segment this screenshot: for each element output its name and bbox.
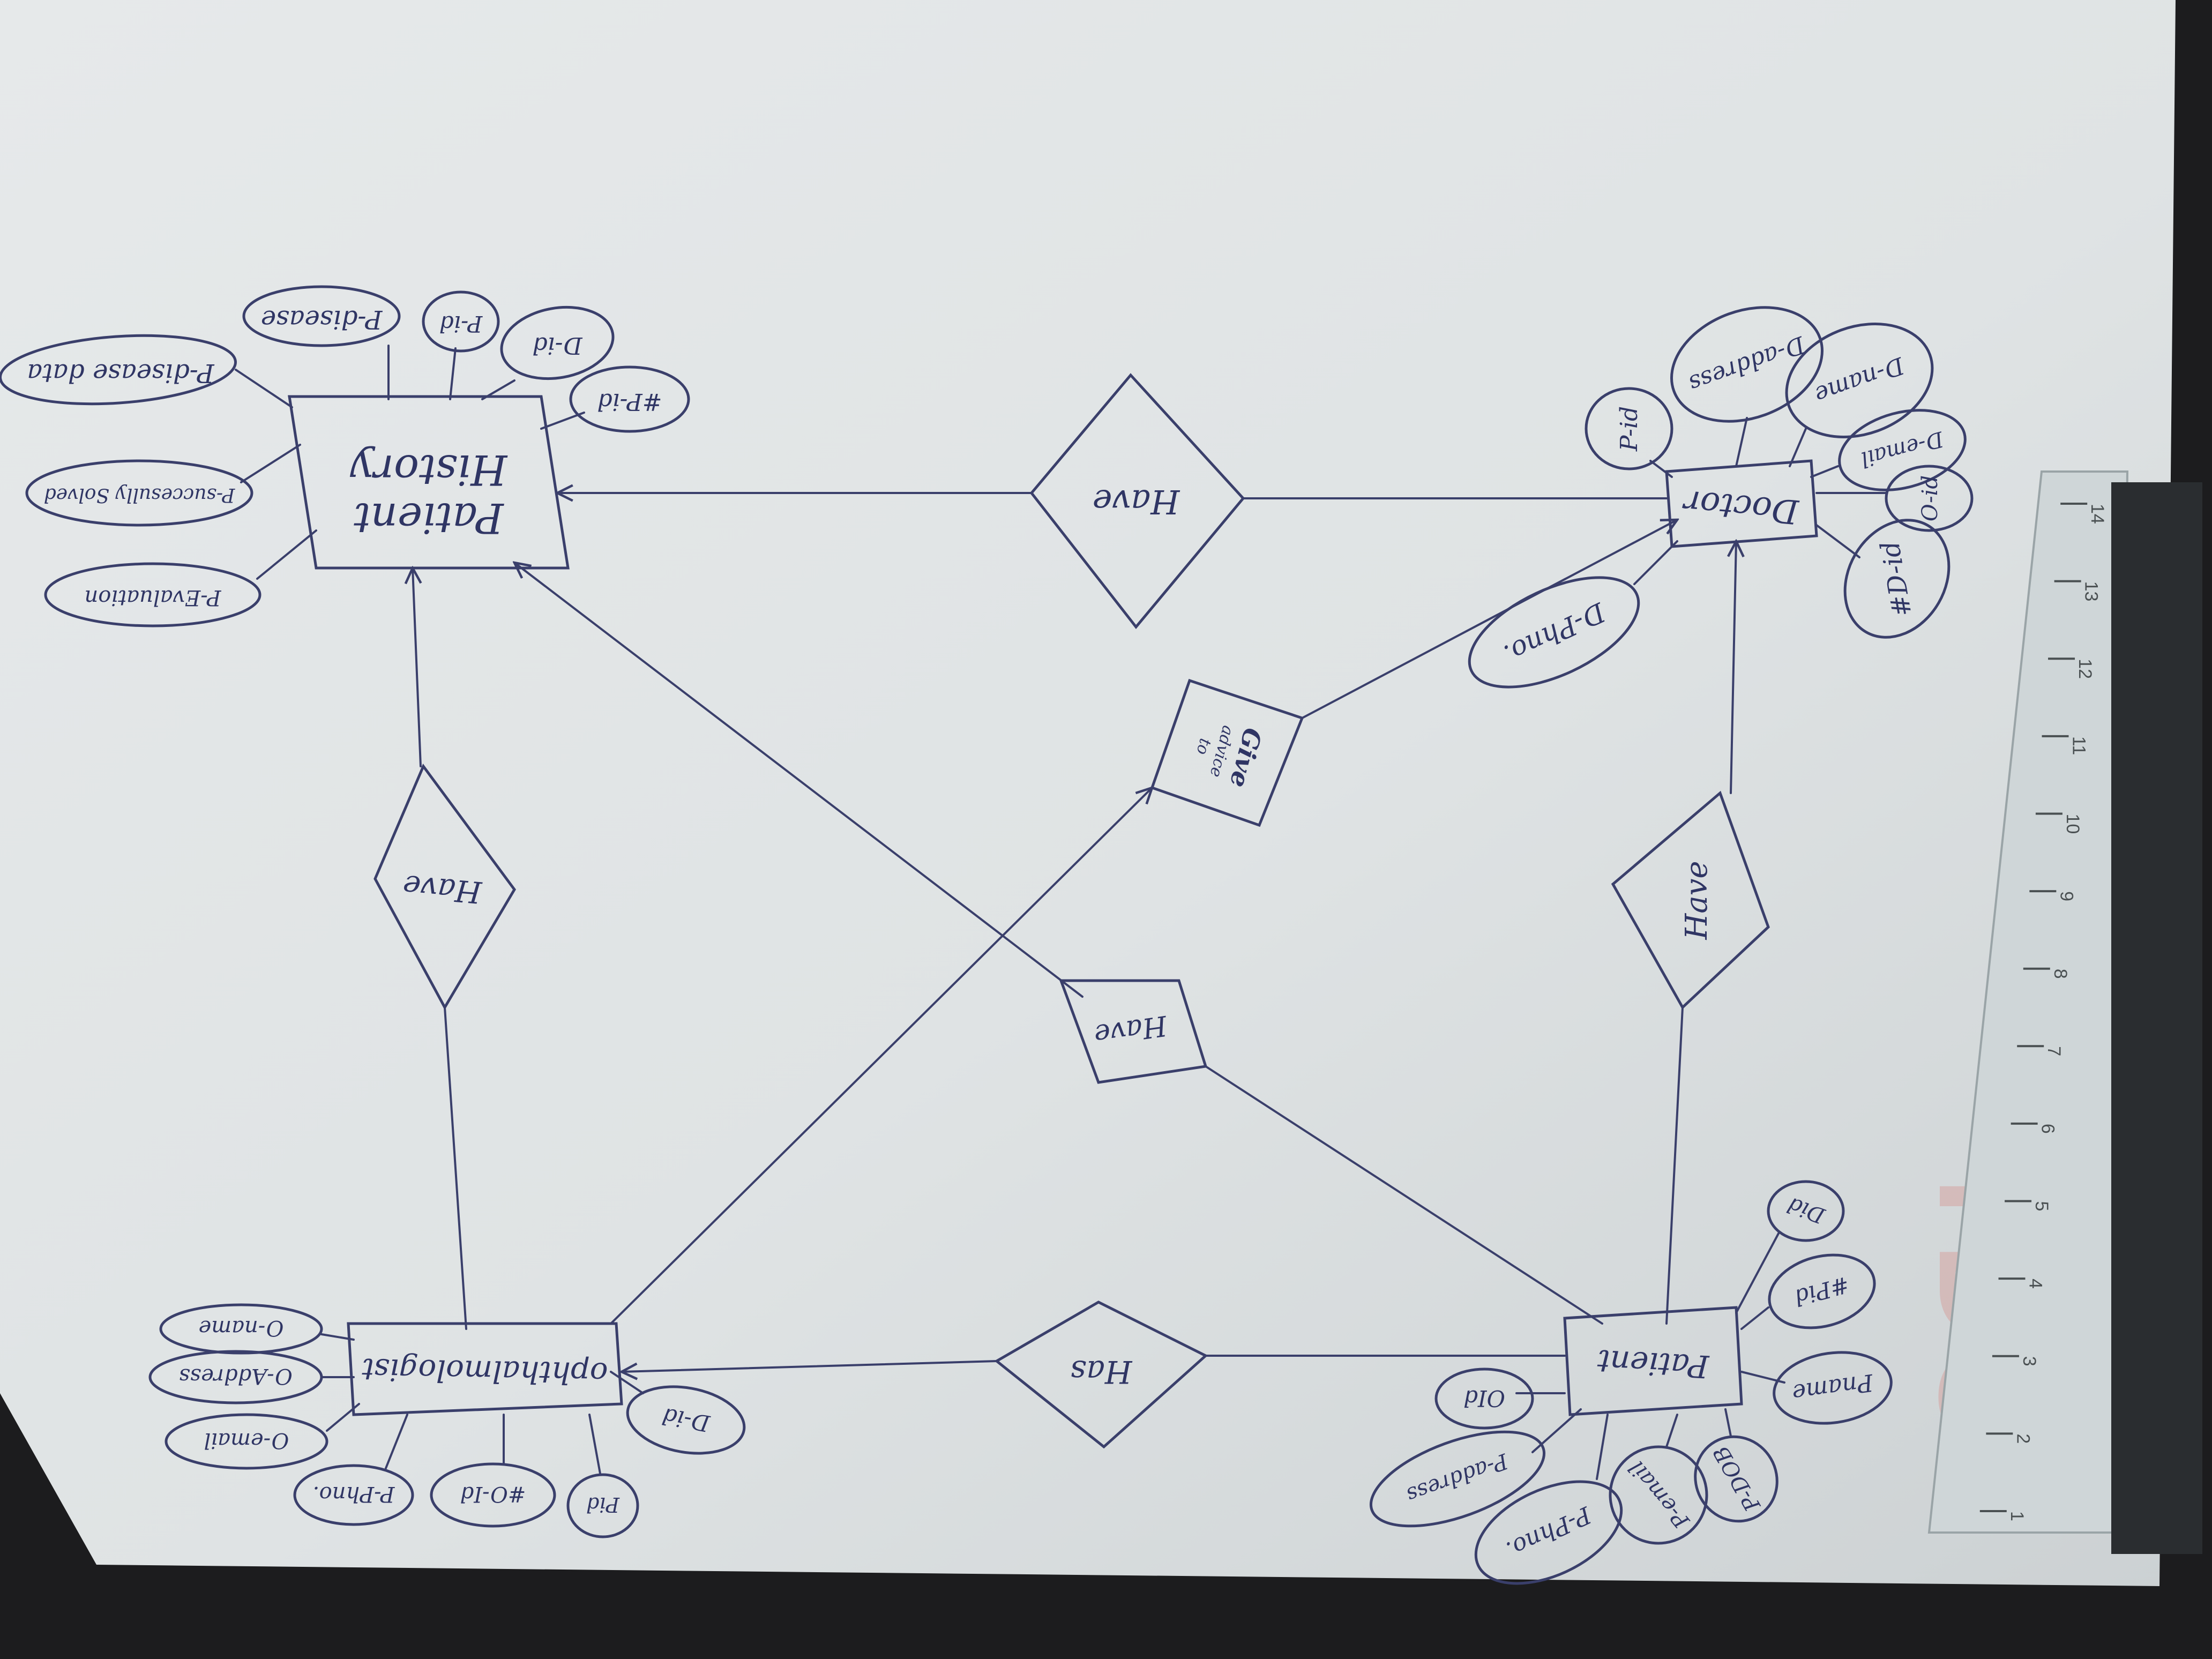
attr-p-disease: P-disease — [261, 304, 383, 334]
left-have-label: Have — [401, 868, 483, 910]
line-patient-to-center-have — [1205, 1065, 1603, 1325]
line-center-have-to-history — [514, 563, 1083, 998]
attributes-history: P-disease data P-disease P-id D-id #P-id… — [0, 285, 690, 627]
attr-o-id: O-id — [1918, 475, 1942, 521]
ruler-number: 3 — [2019, 1356, 2039, 1366]
line-left-have-to-history — [413, 568, 421, 767]
ruler-number: 8 — [2050, 969, 2071, 979]
attr-o-email: O-email — [204, 1428, 289, 1453]
connector-lines — [413, 493, 1736, 1372]
entity-patient: Patient — [1563, 1306, 1743, 1416]
relationship-give-advice: Give advice to — [1150, 678, 1304, 827]
patient-history-line2: History — [350, 445, 509, 494]
attr-p-id: P-id — [439, 311, 483, 337]
ophthalmologist-label: ophthalmologist — [361, 1351, 608, 1391]
attr-o-address: O-Address — [179, 1364, 293, 1388]
ruler-number: 14 — [2087, 504, 2108, 524]
ruler-number: 11 — [2068, 736, 2089, 755]
ruler-number: 6 — [2038, 1124, 2058, 1134]
attr-oid: OId — [1463, 1385, 1505, 1411]
line-has-to-ophth — [622, 1360, 998, 1372]
ruler-number: 5 — [2031, 1201, 2052, 1212]
relationship-left-have: Have — [373, 764, 516, 1011]
relationship-bottom-has: Has — [994, 1301, 1208, 1449]
attr-p-evaluation: P-Evaluation — [85, 585, 222, 610]
line-ophth-to-give — [610, 788, 1152, 1325]
attr-p-succesully-solved: P-succesully Solved — [44, 484, 236, 506]
entity-ophthalmologist: ophthalmologist — [347, 1322, 623, 1416]
attr-key-o-id: #O-Id — [460, 1482, 526, 1506]
ruler-number: 10 — [2062, 813, 2083, 834]
ruler-number: 1 — [2007, 1511, 2027, 1521]
ruler-number: 13 — [2081, 581, 2102, 602]
attr-d-id: D-id — [532, 332, 582, 359]
line-give-to-doctor — [1301, 520, 1677, 719]
attr-doctor-p-id: P-id — [1616, 406, 1643, 452]
ruler-number: 7 — [2044, 1046, 2064, 1056]
attributes-ophthalmologist: O-name O-Address O-email P-Phno. #O-Id P… — [148, 1303, 746, 1538]
attr-ophth-pid: Pid — [586, 1493, 620, 1516]
relationship-top-have: Have — [1029, 373, 1245, 629]
line-right-have-to-doctor — [1731, 541, 1736, 794]
relationship-right-have: Have — [1611, 790, 1770, 1010]
attr-o-name: O-name — [199, 1316, 284, 1340]
attr-ophth-p-phno: P-Phno. — [313, 1482, 395, 1506]
right-have-label: Have — [1679, 861, 1714, 940]
ruler-number: 4 — [2026, 1279, 2046, 1289]
has-label: Has — [1071, 1354, 1133, 1390]
top-have-label: Have — [1093, 482, 1180, 521]
ruler-number: 12 — [2075, 659, 2095, 679]
line-ophth-to-left-have — [444, 1006, 467, 1330]
ruler-number: 9 — [2056, 891, 2076, 901]
patient-label: Patient — [1596, 1343, 1710, 1385]
ruler-number: 2 — [2013, 1433, 2033, 1444]
entity-patient-history: Patient History — [288, 395, 570, 570]
line-patient-to-right-have — [1665, 1006, 1684, 1325]
patient-history-line1: Patient — [354, 494, 505, 542]
attr-key-p-id: #P-id — [597, 388, 662, 415]
attr-p-disease-data: P-disease data — [27, 358, 214, 388]
paper-sheet — [0, 0, 2176, 1586]
